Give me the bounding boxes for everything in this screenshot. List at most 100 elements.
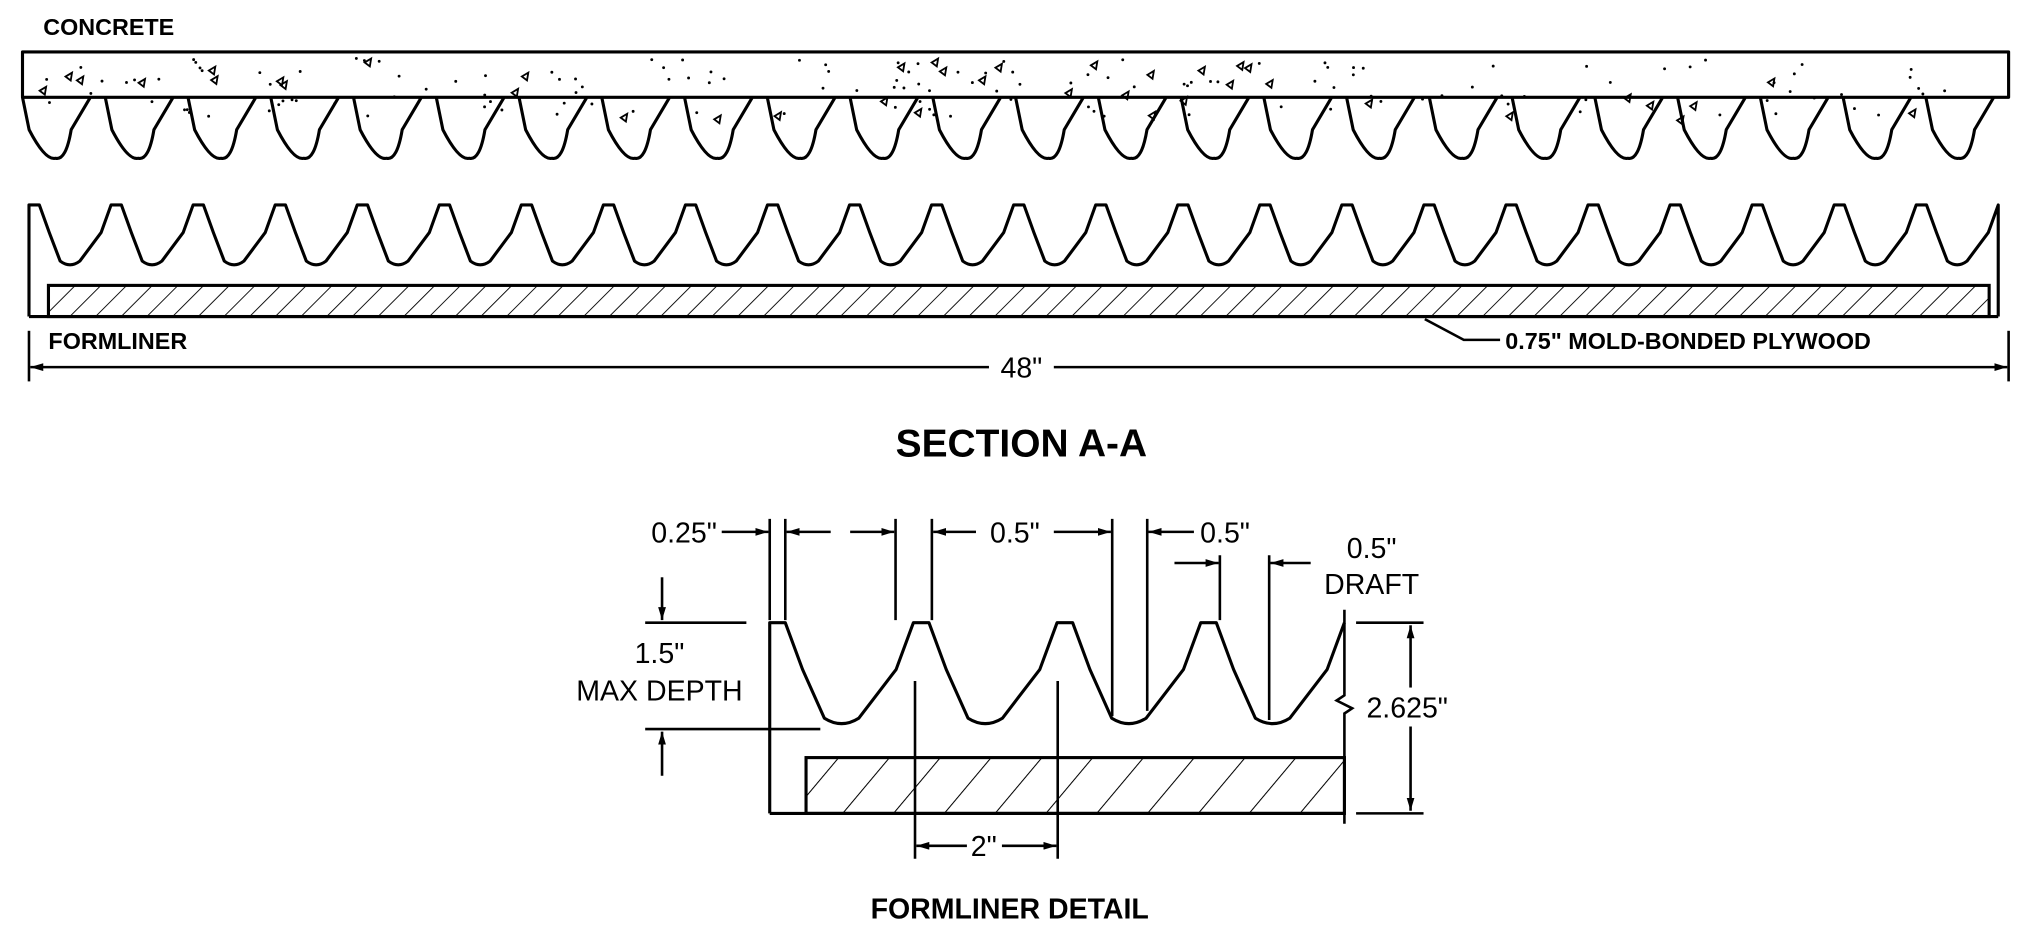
aggregate-dot [48, 101, 51, 104]
aggregate-dot [667, 77, 671, 81]
aggregate-dot [681, 58, 685, 62]
aggregate-dot [187, 111, 191, 114]
aggregate-dot [558, 77, 561, 81]
aggregate-dot [1853, 107, 1856, 111]
aggregate-stone [1178, 95, 1189, 107]
aggregate-dot [902, 86, 906, 90]
aggregate-dot [1421, 97, 1424, 101]
aggregate-dot [1812, 96, 1816, 100]
aggregate-dot [1917, 86, 1921, 90]
aggregate-dot [798, 58, 801, 62]
aggregate-dot [1765, 99, 1769, 102]
aggregate-stone [1089, 59, 1099, 71]
aggregate-stone [363, 56, 373, 68]
aggregate-dot [1921, 92, 1925, 96]
aggregate-stone [1196, 64, 1207, 77]
aggregate-dot [893, 105, 897, 109]
aggregate-dot [100, 79, 104, 83]
aggregate-dot [687, 76, 691, 80]
aggregate-dot [1351, 73, 1355, 77]
aggregate-stone [1688, 100, 1698, 112]
aggregate-dot [79, 65, 83, 69]
aggregate-dot [192, 58, 196, 62]
aggregate-dot [1608, 81, 1612, 84]
aggregate-dot [562, 101, 566, 105]
aggregate-stone [1264, 78, 1274, 90]
aggregate-dot [277, 103, 281, 107]
aggregate-dot [268, 82, 272, 86]
formliner-detail: 0.25" 0.5" 0.5" 0.5" DRAFT 1.5" MAX DEPT… [576, 517, 1448, 925]
aggregate-dot [1908, 75, 1912, 79]
aggregate-dot [1257, 61, 1261, 65]
break-line [1334, 609, 1355, 824]
section-title: SECTION A-A [896, 423, 1147, 466]
aggregate-dot [45, 77, 49, 81]
aggregate-stone [75, 74, 85, 86]
aggregate-stone [977, 74, 987, 86]
aggregate-stone [913, 107, 923, 119]
aggregate-stone [278, 79, 289, 91]
plywood-backing [46, 283, 1991, 319]
aggregate-dot [1189, 80, 1193, 84]
aggregate-stone [896, 61, 906, 73]
draft-value: 0.5" [1347, 533, 1397, 565]
aggregate-dot [1943, 89, 1947, 93]
aggregate-dot [1323, 61, 1327, 65]
aggregate-stone [1907, 107, 1917, 119]
aggregate-dot [1069, 81, 1073, 85]
aggregate-stone [1147, 109, 1157, 122]
aggregate-dot [424, 87, 428, 91]
detail-title: FORMLINER DETAIL [871, 893, 1149, 925]
aggregate-dot [1800, 63, 1804, 66]
aggregate-dot [824, 63, 828, 67]
aggregate-dot [1774, 112, 1778, 116]
aggregate-dot [1522, 95, 1526, 98]
aggregate-dot [1840, 93, 1843, 96]
aggregate-dot [916, 62, 920, 66]
aggregate-dot [392, 95, 396, 99]
draft-label: DRAFT [1324, 569, 1419, 601]
aggregate-stone [712, 113, 722, 125]
aggregate-dot [133, 78, 136, 82]
aggregate-stone [619, 111, 629, 124]
aggregate-dot [1470, 85, 1474, 89]
aggregate-dot [194, 60, 198, 64]
aggregate-stone [1145, 69, 1156, 81]
aggregate-dot [631, 109, 635, 113]
aggregate-stone [520, 70, 530, 83]
aggregate-dot [1087, 105, 1090, 109]
gap-dim-1: 0.5" [990, 517, 1040, 549]
aggregate-dot [89, 91, 93, 95]
aggregate-dot [1186, 84, 1189, 88]
aggregate-dot [555, 112, 559, 116]
aggregate-dot [928, 107, 932, 111]
aggregate-dot [1187, 113, 1191, 117]
detail-plywood [804, 756, 1346, 815]
aggregate-dot [1313, 79, 1317, 83]
aggregate-dot [1352, 66, 1355, 70]
aggregate-dot [1018, 82, 1022, 86]
plywood-label: 0.75" MOLD-BONDED PLYWOOD [1505, 328, 1871, 354]
detail-profile [768, 621, 1346, 814]
depth-label: MAX DEPTH [576, 676, 742, 708]
aggregate-dot [185, 108, 189, 112]
aggregate-dot [290, 98, 294, 102]
aggregate-dot [1011, 70, 1015, 74]
aggregate-stone [1622, 92, 1632, 104]
aggregate-dot [1329, 107, 1333, 111]
aggregate-stone [1243, 62, 1253, 74]
aggregate-dot [1279, 105, 1283, 109]
aggregate-dot [397, 74, 401, 78]
plywood-leader [1424, 317, 1501, 342]
aggregate-stone [509, 87, 520, 99]
aggregate-dot [1688, 65, 1692, 69]
aggregate-dot [827, 69, 831, 73]
aggregate-dot [489, 100, 492, 103]
aggregate-stone [993, 62, 1004, 74]
aggregate-stone [207, 64, 217, 77]
aggregate-dot [1506, 102, 1510, 106]
aggregate-dot [782, 112, 786, 116]
aggregate-stone [1235, 60, 1245, 72]
aggregate-dot [1877, 113, 1881, 117]
